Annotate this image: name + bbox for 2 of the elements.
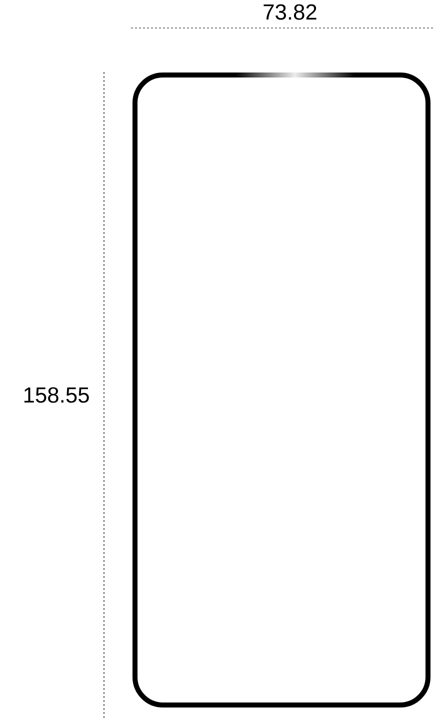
dimension-label: 73.82 [264,4,316,20]
dimension-label: 158.55 [24,387,89,403]
